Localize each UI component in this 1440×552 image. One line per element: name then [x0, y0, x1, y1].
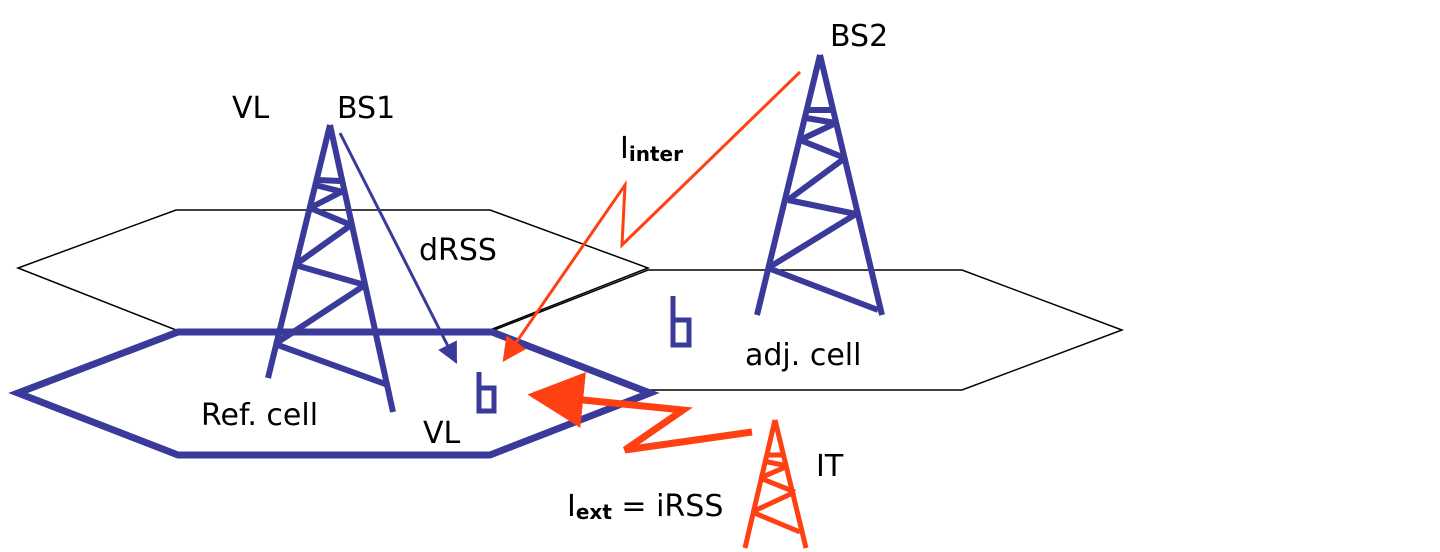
ext-interference-arrow [527, 372, 753, 454]
inter-interference-arrow [502, 70, 802, 362]
bs1-label: BS1 [337, 91, 395, 126]
i-inter-subscript: inter [629, 142, 683, 166]
adj-cell-label: adj. cell [745, 338, 861, 373]
ref-cell-label: Ref. cell [201, 398, 318, 433]
ref-cell-hexagon [8, 328, 660, 459]
it-tower-icon [742, 419, 809, 549]
adj-cell-terminal-icon [670, 296, 692, 348]
ref-cell-terminal-icon [476, 372, 497, 414]
i-ext-equals-irss: = iRSS [612, 489, 723, 524]
vl-top-label: VL [232, 91, 270, 126]
drss-label: dRSS [419, 233, 497, 268]
i-ext-subscript: ext [576, 500, 612, 524]
i-ext-label: Iext = iRSS [567, 489, 723, 524]
i-inter-label: Iinter [620, 131, 683, 166]
bs1-tower-icon [265, 124, 396, 413]
i-inter-main: I [620, 131, 629, 166]
it-label: IT [816, 449, 844, 484]
bs2-tower-icon [754, 54, 885, 316]
drss-signal-arrow [338, 132, 458, 364]
i-ext-main: I [567, 489, 576, 524]
bs2-label: BS2 [830, 19, 888, 54]
vl-bottom-label: VL [423, 416, 461, 451]
